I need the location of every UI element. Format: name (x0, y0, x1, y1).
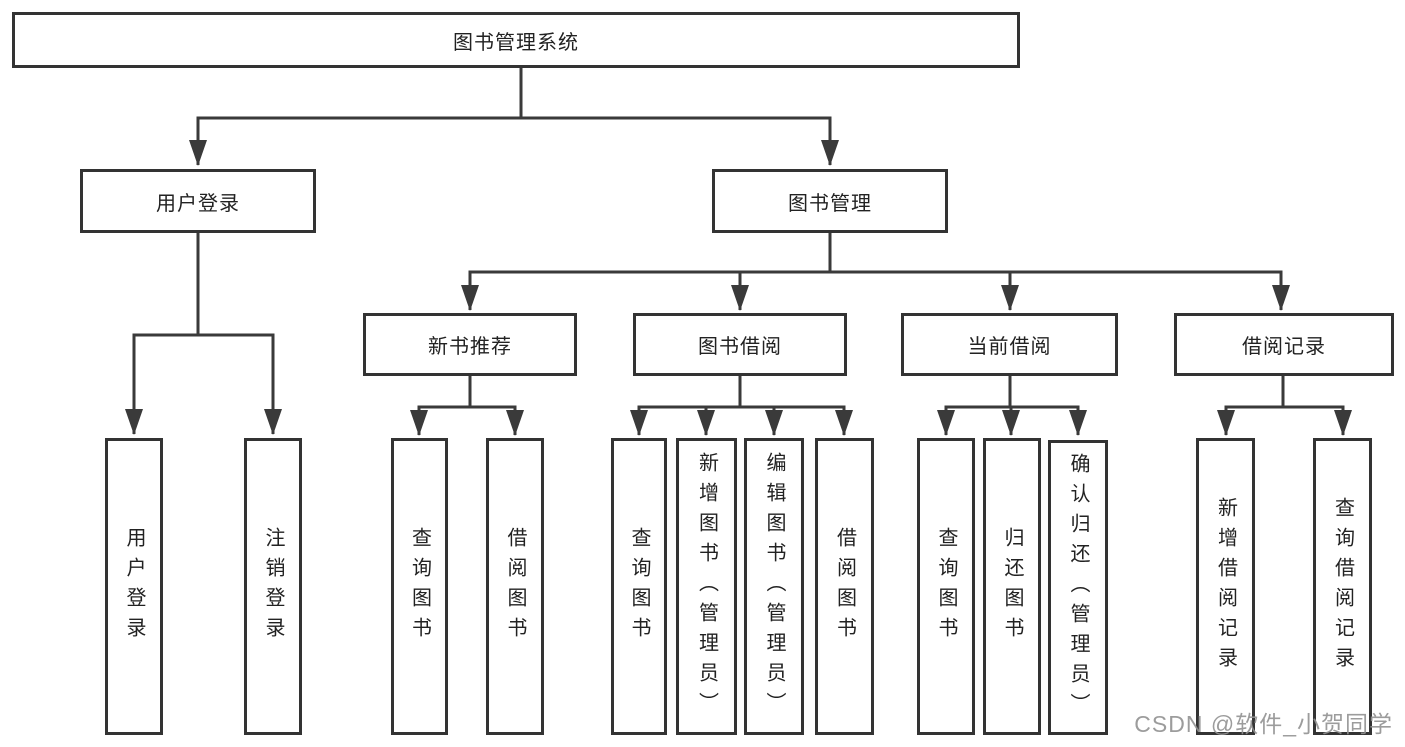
leaf-label: 新增借阅记录 (1214, 496, 1237, 677)
leaf-edit-books-admin: 编辑图书（管理员） (744, 438, 804, 735)
leaf-label: 查询图书 (628, 526, 650, 647)
node-current-borrowing: 当前借阅 (901, 313, 1118, 376)
leaf-label: 借阅图书 (504, 526, 526, 647)
node-new-book-recommendation: 新书推荐 (363, 313, 577, 376)
leaf-borrow-books-recommendation: 借阅图书 (486, 438, 544, 735)
node-book-management: 图书管理 (712, 169, 948, 233)
leaf-query-books-current: 查询图书 (917, 438, 975, 735)
leaf-label: 用户登录 (123, 526, 145, 647)
connector-current-borrowing-to-leaves (937, 376, 1087, 436)
leaf-label: 归还图书 (1001, 526, 1023, 647)
leaf-label: 编辑图书（管理员） (763, 451, 785, 722)
node-book-borrowing: 图书借阅 (633, 313, 847, 376)
leaf-label: 借阅图书 (833, 526, 856, 647)
leaf-add-books-admin: 新增图书（管理员） (676, 438, 737, 735)
leaf-label: 查询借阅记录 (1331, 496, 1354, 677)
leaf-label: 确认归还（管理员） (1067, 452, 1089, 723)
leaf-label: 查询图书 (935, 526, 957, 647)
connector-root-to-level2 (189, 68, 839, 166)
leaf-logout: 注销登录 (244, 438, 302, 735)
leaf-add-borrow-record: 新增借阅记录 (1196, 438, 1255, 735)
leaf-confirm-return-admin: 确认归还（管理员） (1048, 440, 1108, 735)
watermark: CSDN @软件_小贺同学 (1134, 711, 1393, 737)
connector-borrowing-records-to-leaves (1217, 376, 1352, 436)
leaf-label: 新增图书（管理员） (695, 451, 718, 722)
node-user-login: 用户登录 (80, 169, 316, 233)
leaf-query-borrow-record: 查询借阅记录 (1313, 438, 1372, 735)
leaf-borrow-books: 借阅图书 (815, 438, 874, 735)
connector-book-borrowing-to-leaves (630, 376, 853, 436)
leaf-user-login: 用户登录 (105, 438, 163, 735)
leaf-return-books: 归还图书 (983, 438, 1041, 735)
leaf-label: 查询图书 (408, 526, 431, 647)
connector-user-login-to-leaves (125, 233, 282, 435)
connector-book-management-to-level3 (461, 233, 1290, 311)
connector-new-book-recommendation-to-leaves (410, 376, 524, 436)
node-borrowing-records: 借阅记录 (1174, 313, 1394, 376)
leaf-query-books-recommendation: 查询图书 (391, 438, 448, 735)
leaf-query-books-borrowing: 查询图书 (611, 438, 667, 735)
leaf-label: 注销登录 (262, 526, 284, 647)
node-book-management-system: 图书管理系统 (12, 12, 1020, 68)
